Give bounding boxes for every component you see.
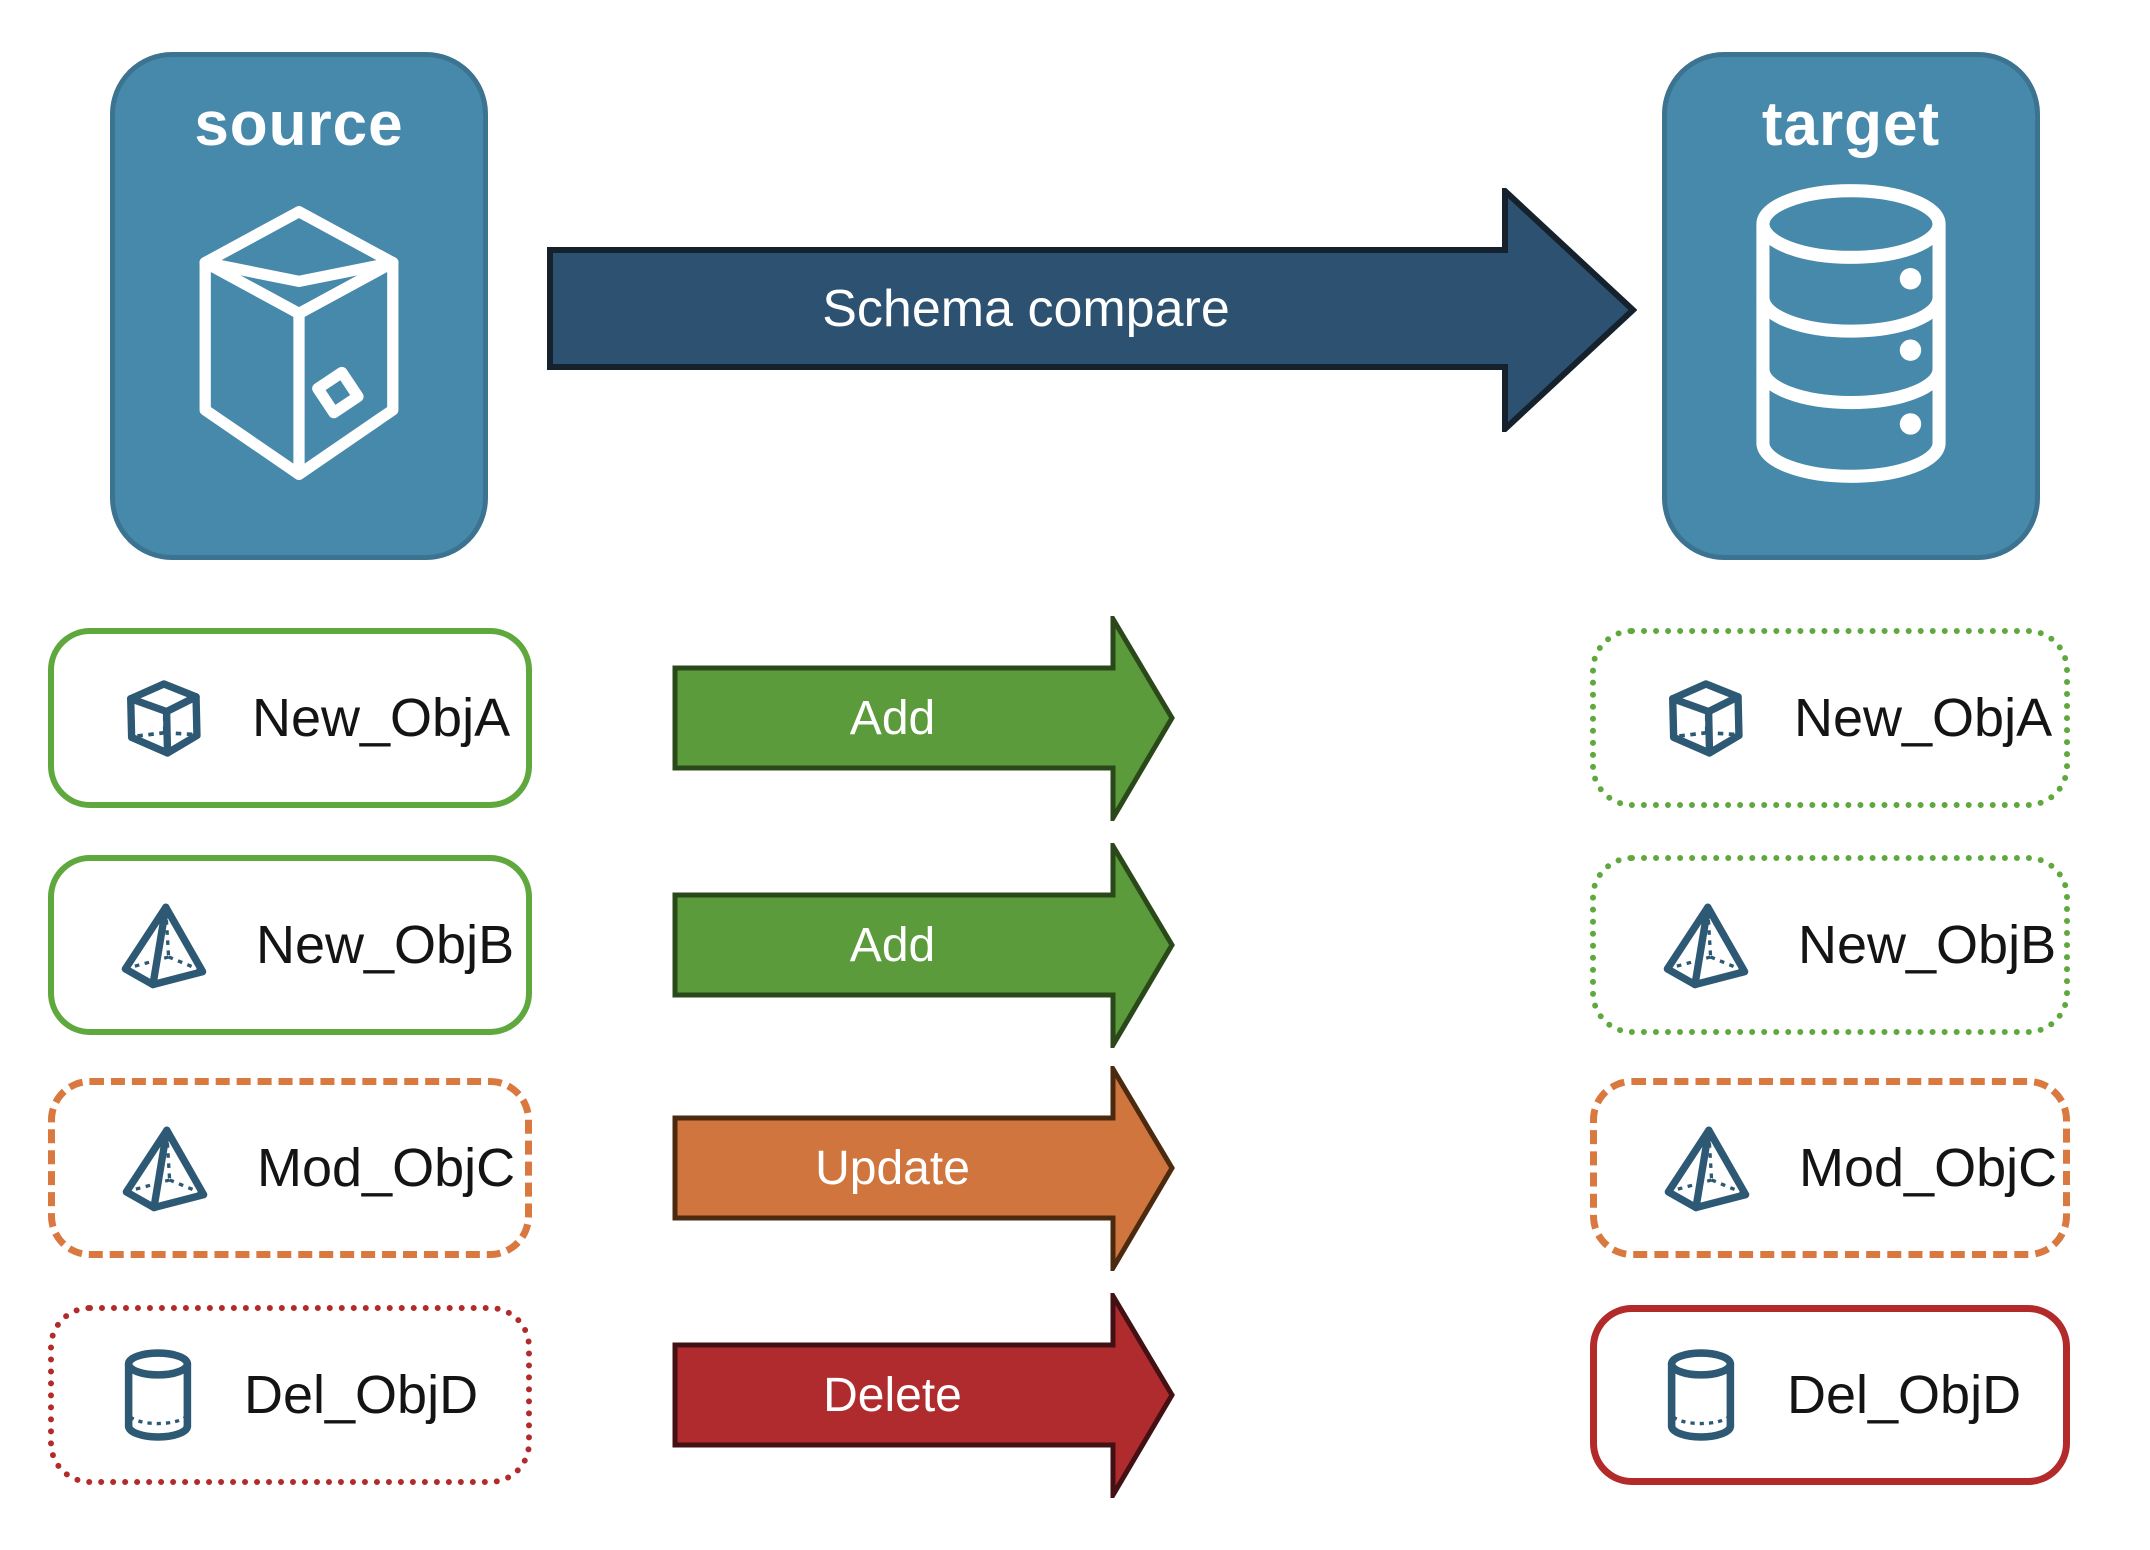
update-arrow bbox=[672, 1066, 1175, 1271]
source-object-new-obja: New_ObjA bbox=[48, 628, 532, 808]
pyramid-icon bbox=[1663, 903, 1749, 989]
source-object-del-objd: Del_ObjD bbox=[48, 1305, 532, 1485]
cylinder-icon bbox=[1667, 1349, 1735, 1441]
object-label: Mod_ObjC bbox=[257, 1138, 516, 1198]
source-object-new-objb: New_ObjB bbox=[48, 855, 532, 1035]
pyramid-icon bbox=[122, 1126, 208, 1212]
source-node: source bbox=[110, 52, 488, 560]
schema-compare-arrow bbox=[547, 188, 1637, 432]
pyramid-icon bbox=[121, 903, 207, 989]
add-arrow-1 bbox=[672, 616, 1175, 821]
target-node: target bbox=[1662, 52, 2040, 560]
object-label: New_ObjA bbox=[1794, 688, 2053, 748]
target-object-del-objd: Del_ObjD bbox=[1590, 1305, 2070, 1485]
source-object-mod-objc: Mod_ObjC bbox=[48, 1078, 532, 1258]
object-label: New_ObjB bbox=[256, 915, 515, 975]
target-object-new-obja: New_ObjA bbox=[1590, 628, 2070, 808]
target-object-new-objb: New_ObjB bbox=[1590, 855, 2070, 1035]
object-label: New_ObjA bbox=[252, 688, 511, 748]
cube-icon bbox=[1669, 680, 1743, 757]
add-arrow-2 bbox=[672, 843, 1175, 1048]
source-node-label: source bbox=[194, 90, 404, 159]
cube-icon bbox=[127, 680, 201, 757]
database-icon bbox=[1756, 184, 1946, 483]
object-label: New_ObjB bbox=[1798, 915, 2057, 975]
target-node-label: target bbox=[1761, 90, 1941, 159]
object-label: Mod_ObjC bbox=[1799, 1138, 2058, 1198]
package-box-icon bbox=[199, 206, 399, 480]
delete-arrow bbox=[672, 1293, 1175, 1498]
cylinder-icon bbox=[124, 1349, 192, 1441]
target-object-mod-objc: Mod_ObjC bbox=[1590, 1078, 2070, 1258]
object-label: Del_ObjD bbox=[244, 1365, 479, 1425]
object-label: Del_ObjD bbox=[1787, 1365, 2022, 1425]
pyramid-icon bbox=[1664, 1126, 1750, 1212]
